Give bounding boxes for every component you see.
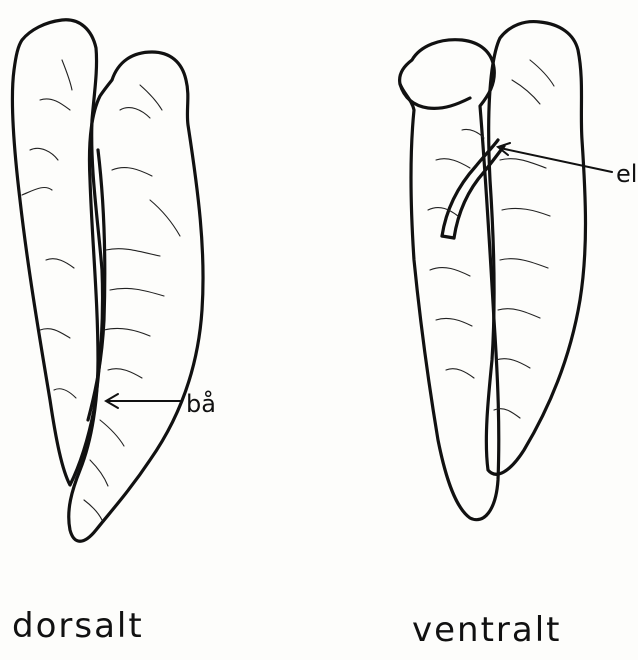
ventral-left-lobe	[400, 40, 499, 520]
ventral-right-lobe	[486, 22, 585, 475]
ventral-view	[400, 22, 586, 520]
caption-dorsal: dorsalt	[12, 606, 144, 646]
dorsal-view	[12, 20, 203, 541]
ba-arrow	[106, 394, 180, 408]
label-ba: bå	[186, 389, 216, 418]
ventral-duct-inner	[454, 146, 504, 238]
caption-ventral: ventralt	[412, 610, 562, 650]
dorsal-front-lobe	[69, 52, 203, 541]
el-arrow	[498, 143, 612, 172]
label-el: el	[616, 160, 637, 188]
